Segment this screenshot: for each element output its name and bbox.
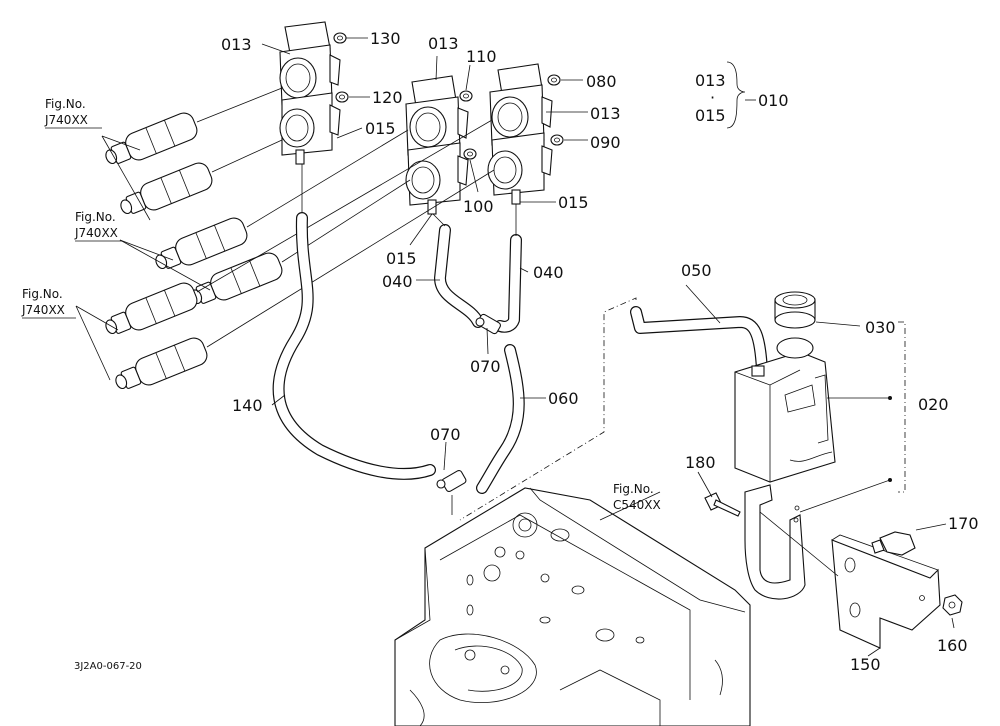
callout-010: 010 [758,91,789,110]
figure-references: Fig.No. J740XX Fig.No. J740XX Fig.No. J7… [21,97,661,512]
hose-040-left [432,213,484,328]
quick-coupler-5 [105,282,198,335]
callout-150: 150 [850,655,881,674]
quick-coupler-4 [190,252,283,305]
callout-090: 090 [590,133,621,152]
coupler-block-middle-bottom [405,142,469,215]
callout-050: 050 [681,261,712,280]
washer-100 [463,148,477,160]
callout-070-a: 070 [470,357,501,376]
transmission-casting [394,487,751,726]
callout-030: 030 [865,318,896,337]
quick-coupler-6 [115,337,208,390]
tank-bracket-clip [744,484,806,600]
reservoir-cap [774,291,816,329]
callout-015-d: 015 [695,106,726,125]
washer-120 [335,91,349,103]
fig-ref-2-line2: J740XX [74,226,118,240]
washer-110 [459,90,473,102]
quick-coupler-1 [105,112,198,165]
callout-160: 160 [937,636,968,655]
hose-060 [476,344,525,494]
hose-140 [272,164,436,480]
coupler-block-right-top [489,63,553,146]
fig-ref-3-line1: Fig.No. [22,287,63,301]
callout-labels: 013 130 013 110 080 120 013 015 090 100 … [221,29,979,674]
washer-090 [550,134,564,146]
mounting-bracket-150 [831,534,941,649]
bolt-170 [871,531,916,556]
quick-coupler-3 [155,217,248,270]
fig-ref-3-line2: J740XX [21,303,65,317]
bolt-180 [704,492,741,517]
callout-120: 120 [372,88,403,107]
callout-110: 110 [466,47,497,66]
group-dot: · [710,88,715,107]
callout-170: 170 [948,514,979,533]
callout-015-b: 015 [558,193,589,212]
callout-080: 080 [586,72,617,91]
callout-060: 060 [548,389,579,408]
callout-100: 100 [463,197,494,216]
fig-ref-1-line1: Fig.No. [45,97,86,111]
coupler-block-right-bottom [487,132,553,205]
callout-013-c: 013 [590,104,621,123]
callout-013-b: 013 [428,34,459,53]
callout-180: 180 [685,453,716,472]
nut-160 [942,594,963,616]
washer-080 [547,74,561,86]
leader-lines [75,37,955,657]
callout-040-b: 040 [533,263,564,282]
callout-015-a: 015 [365,119,396,138]
callout-013-a: 013 [221,35,252,54]
callout-070-b: 070 [430,425,461,444]
callout-015-c: 015 [386,249,417,268]
quick-coupler-2 [120,162,213,215]
hose-050 [459,297,768,521]
fig-ref-4-line1: Fig.No. [613,482,654,496]
callout-130: 130 [370,29,401,48]
callout-040-a: 040 [382,272,413,291]
coupler-block-left-bottom [279,92,341,165]
fig-ref-2-line1: Fig.No. [75,210,116,224]
hose-040-right [494,204,522,333]
reservoir-tank [734,337,836,483]
fitting-070-lower [436,469,467,515]
fig-ref-1-line2: J740XX [44,113,88,127]
fitting-070-upper [475,313,501,335]
fig-ref-4-line2: C540XX [613,498,661,512]
callout-020: 020 [918,395,949,414]
washer-130 [333,32,347,44]
callout-013-d: 013 [695,71,726,90]
drawing-code: 3J2A0-067-20 [74,661,142,672]
alignment-lines [196,87,495,348]
coupler-block-middle-top [405,75,469,156]
callout-140: 140 [232,396,263,415]
coupler-block-left-top [279,21,341,106]
